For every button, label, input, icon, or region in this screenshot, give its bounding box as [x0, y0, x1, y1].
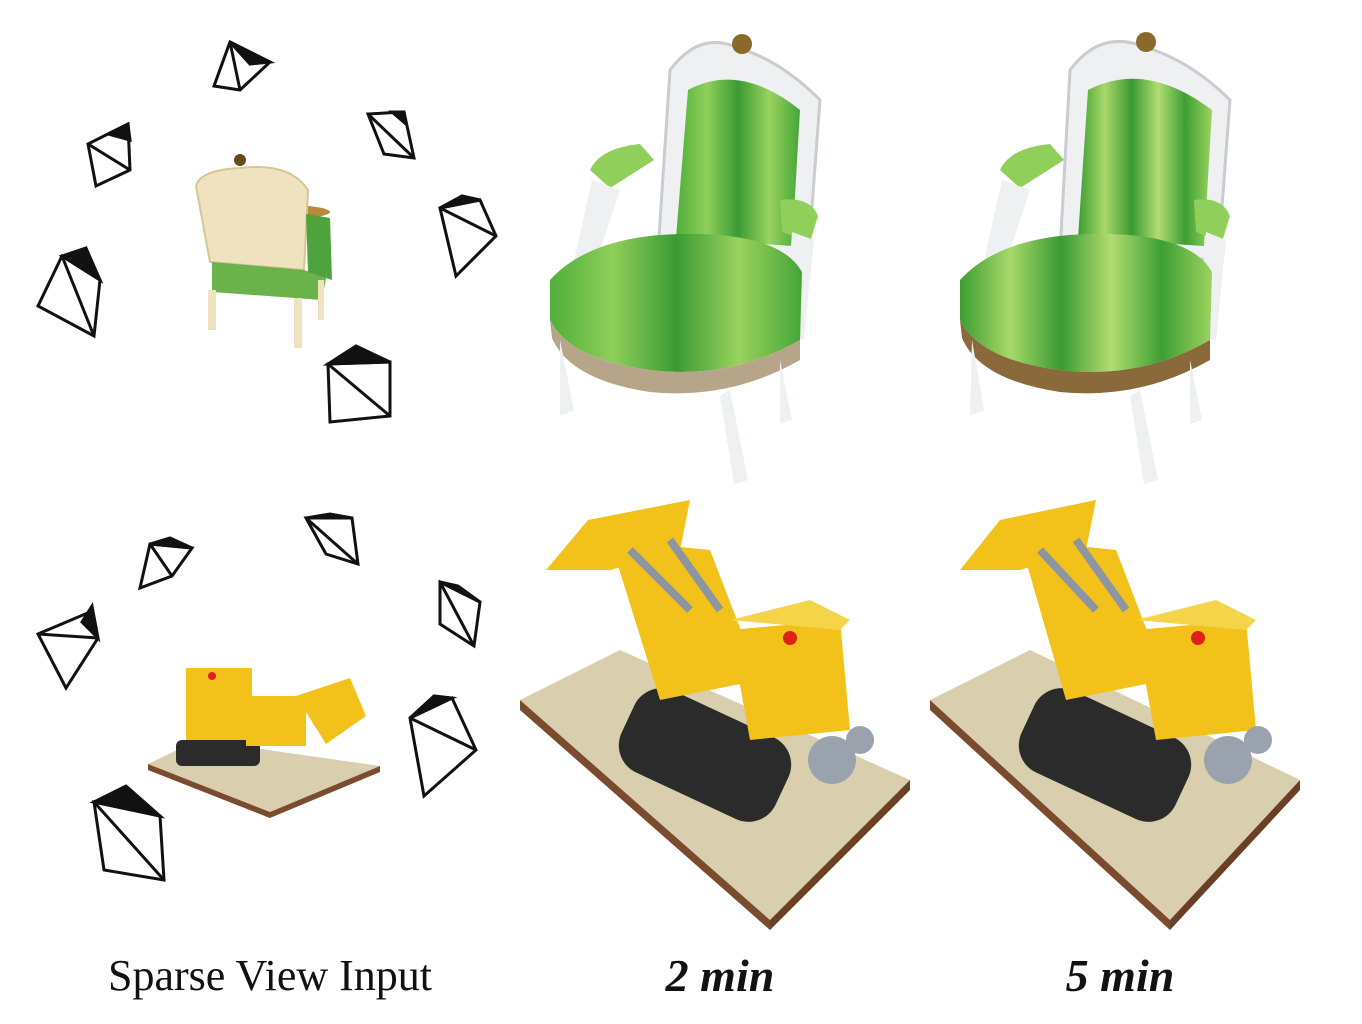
lego-input-panel	[0, 500, 520, 900]
camera-frustum-icon	[211, 39, 276, 92]
camera-frustum-icon	[137, 536, 195, 591]
camera-frustum-icon	[86, 121, 132, 189]
lego-2min-panel	[510, 490, 920, 930]
lego-5min-render	[930, 500, 1300, 930]
lego-5min-panel	[920, 490, 1330, 930]
camera-frustum-icon	[36, 246, 104, 339]
camera-frustum-icon	[438, 194, 498, 279]
lego-input-illustration	[35, 512, 482, 882]
lego-input-object	[148, 668, 380, 818]
lego-2min-render	[520, 500, 910, 930]
camera-frustum-icon	[303, 512, 360, 567]
camera-frustum-icon	[322, 344, 392, 424]
camera-frustum-icon	[408, 694, 478, 799]
chair-2min-render	[550, 34, 822, 484]
camera-frustum-icon	[35, 601, 101, 691]
camera-frustum-icon	[89, 784, 166, 882]
camera-frustum-icon	[438, 579, 482, 649]
camera-frustum-icon	[365, 110, 416, 160]
chair-5min-panel	[950, 20, 1250, 490]
chair-input-object	[194, 154, 332, 348]
chair-input-panel	[0, 0, 520, 490]
chair-input-illustration	[36, 39, 498, 424]
caption-2-min: 2 min	[665, 950, 775, 1001]
caption-sparse-view-input: Sparse View Input	[107, 951, 433, 1000]
caption-5-min: 5 min	[1065, 950, 1175, 1001]
chair-5min-render	[960, 32, 1232, 484]
chair-2min-panel	[530, 20, 830, 490]
